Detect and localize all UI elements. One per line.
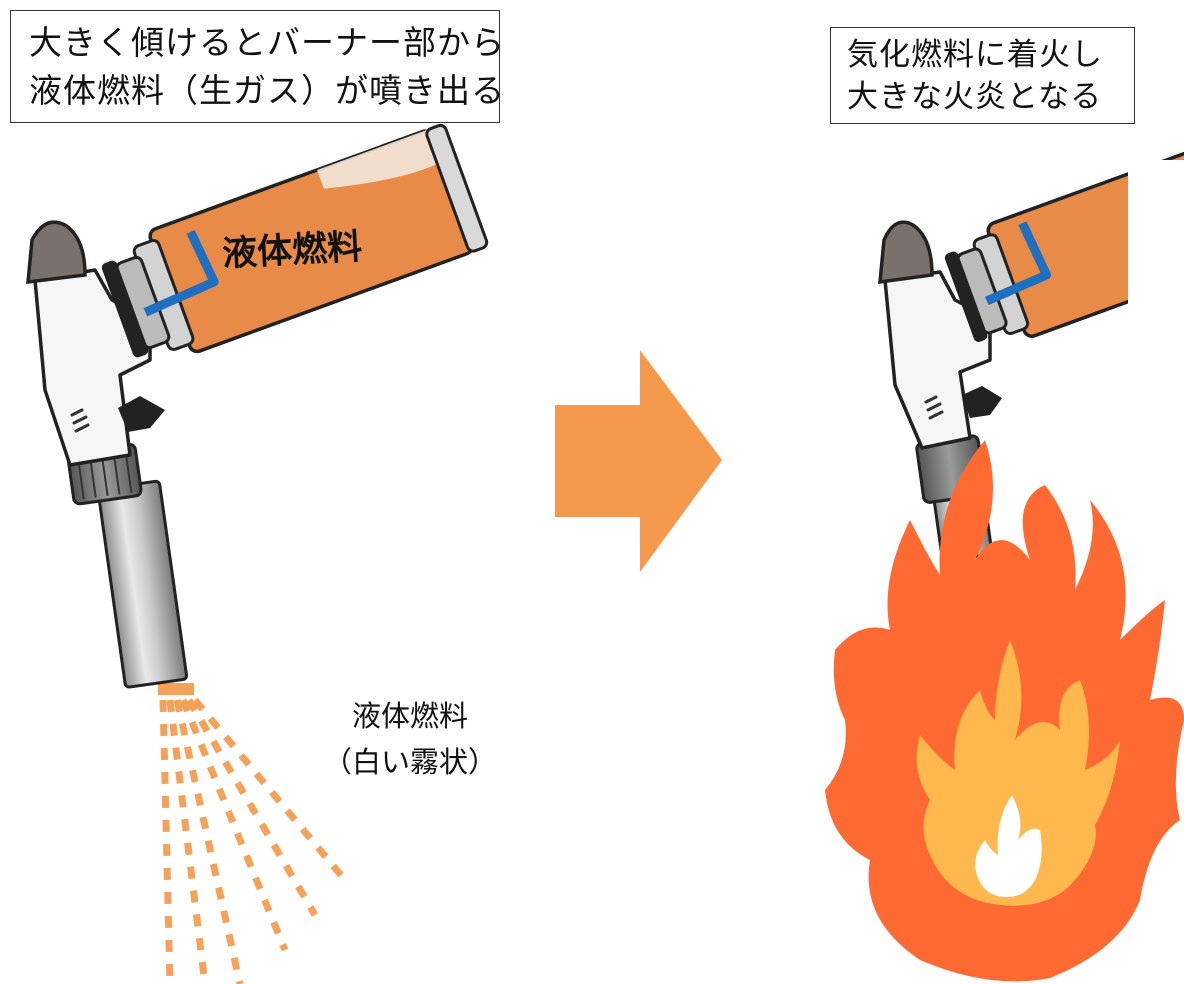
right-torch-body — [883, 270, 992, 450]
dip-tube — [143, 230, 219, 317]
can-label: 液体燃料 — [221, 227, 364, 275]
grip-vents — [70, 408, 90, 433]
transition-arrow — [555, 350, 722, 572]
burner-tube — [96, 479, 189, 689]
spray-label-line-1: 液体燃料 — [351, 699, 468, 733]
torch-cap — [26, 220, 87, 285]
left-caption-line-2: 液体燃料（生ガス）が噴き出る — [29, 71, 505, 110]
flame-core — [975, 795, 1042, 898]
clip-mask — [1128, 160, 1184, 360]
spray-label: 液体燃料 （白い霧状） — [310, 693, 510, 785]
flame-inner — [916, 640, 1120, 906]
liquid-fuel-spray — [159, 697, 348, 984]
left-caption-line-1: 大きく傾けるとバーナー部から — [29, 23, 505, 62]
left-torch — [26, 123, 489, 984]
right-caption-line-2: 大きな火炎となる — [847, 79, 1103, 115]
right-caption-box: 気化燃料に着火し 大きな火炎となる — [830, 27, 1135, 124]
right-grip-vents — [924, 395, 944, 420]
spray-nozzle-glow — [158, 683, 194, 695]
left-caption-box: 大きく傾けるとバーナー部から 液体燃料（生ガス）が噴き出る — [10, 10, 505, 123]
right-torch-cap — [878, 220, 934, 285]
flame — [825, 440, 1184, 982]
spray-label-line-2: （白い霧状） — [322, 745, 497, 779]
right-trigger — [962, 386, 1002, 418]
trigger — [118, 396, 165, 432]
right-caption-line-1: 気化燃料に着火し — [847, 37, 1103, 73]
fuel-can — [101, 123, 489, 358]
